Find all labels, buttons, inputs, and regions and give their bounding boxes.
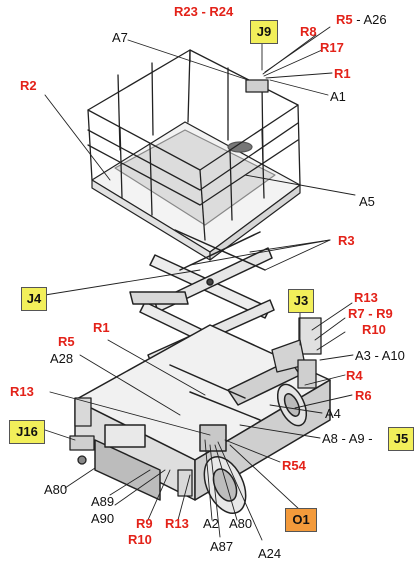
label-j16: J16 xyxy=(9,420,45,444)
label-j3: J3 xyxy=(288,289,314,313)
label-r5-a26: R5 - A26 xyxy=(336,12,387,27)
label-a4: A4 xyxy=(325,406,341,421)
label-r13-left: R13 xyxy=(10,384,34,399)
label-a2: A2 xyxy=(203,516,219,531)
label-r23-r24: R23 - R24 xyxy=(174,4,234,19)
label-a80-left: A80 xyxy=(44,482,68,497)
label-o1: O1 xyxy=(285,508,317,532)
wheels xyxy=(203,383,308,514)
label-a24: A24 xyxy=(258,546,282,561)
label-r54: R54 xyxy=(282,458,306,473)
label-r10-bottom: R10 xyxy=(128,532,152,547)
platform-deck xyxy=(91,121,301,261)
label-j4: J4 xyxy=(21,287,47,311)
label-r1-top: R1 xyxy=(334,66,351,81)
label-a3-a10: A3 - A10 xyxy=(355,348,405,363)
label-r13-bottom: R13 xyxy=(165,516,189,531)
label-r4: R4 xyxy=(346,368,363,383)
label-a7: A7 xyxy=(112,30,128,45)
label-a28-left: A28 xyxy=(50,351,74,366)
label-r6: R6 xyxy=(355,388,372,403)
label-r8: R8 xyxy=(300,24,317,39)
label-a80-bottom: A80 xyxy=(229,516,253,531)
leader-lines xyxy=(44,25,356,541)
label-a89: A89 xyxy=(91,494,115,509)
label-j9: J9 xyxy=(250,20,278,44)
label-r5-left: R5 xyxy=(58,334,75,349)
label-r7-r9: R7 - R9 xyxy=(348,306,393,321)
outriggers xyxy=(69,317,322,497)
label-r10-right: R10 xyxy=(362,322,386,337)
label-r2: R2 xyxy=(20,78,37,93)
guard-rail xyxy=(87,49,301,241)
label-r17: R17 xyxy=(320,40,344,55)
label-r1-mid: R1 xyxy=(93,320,110,335)
label-j5: J5 xyxy=(388,427,414,451)
label-r3: R3 xyxy=(338,233,355,248)
label-r9: R9 xyxy=(136,516,153,531)
label-a87: A87 xyxy=(210,539,234,554)
label-a1: A1 xyxy=(330,89,346,104)
label-r13-right: R13 xyxy=(354,290,378,305)
label-a90: A90 xyxy=(91,511,115,526)
label-a8-a9: A8 - A9 - xyxy=(322,431,373,446)
label-a5: A5 xyxy=(359,194,375,209)
